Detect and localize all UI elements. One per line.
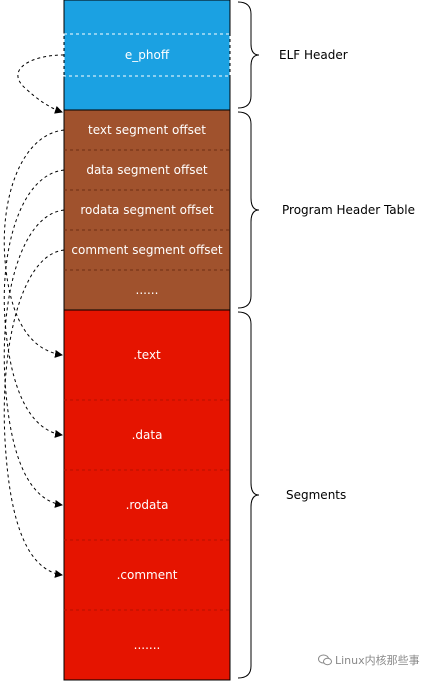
segment-background [63, 309, 231, 681]
program-header-table-label: Program Header Table [282, 203, 415, 217]
pht-entry-data-segment-offset: data segment offset [86, 163, 208, 177]
pht-entry-entry-4: ...... [136, 283, 159, 297]
segment-entry-comment: .comment [117, 568, 178, 582]
arrow-rodata-offset-to-rodata [3, 209, 65, 508]
arrow-e-phoff-to-pht [17, 54, 65, 114]
segments-block: .text .data .rodata .comment....... [63, 309, 231, 681]
pht-entry-rodata-segment-offset: rodata segment offset [80, 203, 214, 217]
segment-entry-rodata: .rodata [126, 498, 169, 512]
e-phoff-field-box [63, 33, 231, 77]
arrow-comment-offset-to-comment [3, 249, 65, 578]
wechat-icon [318, 654, 332, 666]
elf-header-brace [237, 1, 260, 109]
segment-entry-entry-4: ....... [134, 638, 161, 652]
elf-header-block [63, 0, 231, 111]
segment-entry-data: .data [132, 428, 163, 442]
program-header-table: text segment offset data segment offset ro… [63, 109, 231, 311]
segments-label: Segments [286, 488, 346, 502]
arrow-data-offset-to-data [3, 169, 65, 438]
watermark: Linux内核那些事 [318, 652, 420, 668]
segments-brace [237, 311, 260, 679]
segment-entry-text: .text [133, 348, 161, 362]
watermark-text: Linux内核那些事 [335, 654, 420, 667]
arrow-text-offset-to-text [3, 129, 65, 358]
pht-entry-comment-segment-offset: comment segment offset [71, 243, 223, 257]
e-phoff-label: e_phoff [125, 48, 170, 62]
pht-entry-text-segment-offset: text segment offset [88, 123, 206, 137]
pht-background [63, 109, 231, 311]
program-header-table-brace [237, 111, 260, 309]
elf-header-label: ELF Header [279, 48, 348, 62]
